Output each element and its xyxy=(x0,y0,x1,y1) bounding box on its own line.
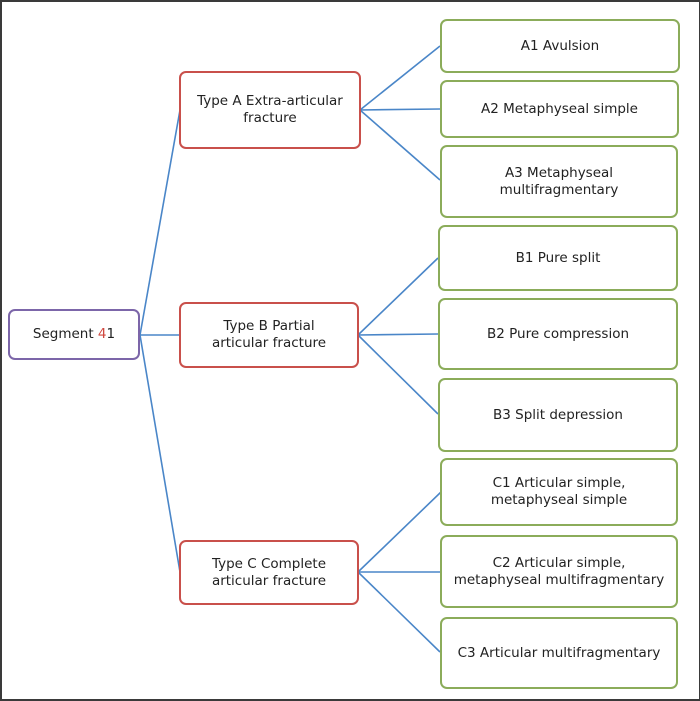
connector-type-a-a3 xyxy=(359,109,441,181)
subtype-a2-node: A2 Metaphyseal simple xyxy=(440,80,679,138)
subtype-b1-node: B1 Pure split xyxy=(438,225,678,291)
subtype-c1-label: C1 Articular simple, metaphyseal simple xyxy=(490,475,628,508)
type-b-label: Type B Partial articular fracture xyxy=(211,318,327,351)
type-a-node: Type A Extra-articular fracture xyxy=(179,71,361,149)
subtype-a3-node: A3 Metaphyseal multifragmentary xyxy=(440,145,678,218)
root-label-prefix: Segment xyxy=(32,326,98,342)
subtype-a3-label: A3 Metaphyseal multifragmentary xyxy=(499,164,619,198)
connector-type-b-b2 xyxy=(357,333,439,336)
subtype-b2-label: B2 Pure compression xyxy=(486,325,630,342)
subtype-a2-label: A2 Metaphyseal simple xyxy=(481,100,638,117)
subtype-b2-node: B2 Pure compression xyxy=(438,298,678,370)
subtype-a1-node: A1 Avulsion xyxy=(440,19,680,73)
connector-type-c-c1 xyxy=(357,491,442,573)
type-b-node: Type B Partial articular fracture xyxy=(179,302,359,368)
subtype-b3-node: B3 Split depression xyxy=(438,378,678,452)
root-label-suffix: 1 xyxy=(106,326,116,342)
connector-type-b-b1 xyxy=(357,257,439,336)
subtype-b3-label: B3 Split depression xyxy=(492,406,623,423)
subtype-c1-node: C1 Articular simple, metaphyseal simple xyxy=(440,458,678,526)
subtype-c2-label: C2 Articular simple, metaphyseal multifr… xyxy=(453,554,665,588)
type-c-node: Type C Complete articular fracture xyxy=(179,540,359,605)
subtype-c3-label: C3 Articular multifragmentary xyxy=(457,644,661,661)
subtype-c3-node: C3 Articular multifragmentary xyxy=(440,617,678,689)
connector-root-type-a xyxy=(139,109,181,336)
connector-type-c-c3 xyxy=(357,571,441,653)
connector-type-b-b3 xyxy=(357,334,439,415)
type-a-label: Type A Extra-articular fracture xyxy=(197,93,343,126)
connector-type-a-a2 xyxy=(359,108,441,111)
type-c-label: Type C Complete articular fracture xyxy=(211,555,327,589)
root-node-segment: Segment 41 xyxy=(8,309,140,360)
connector-root-type-c xyxy=(139,334,181,573)
connector-type-a-a1 xyxy=(359,45,441,111)
subtype-a1-label: A1 Avulsion xyxy=(520,37,600,54)
subtype-c2-node: C2 Articular simple, metaphyseal multifr… xyxy=(440,535,678,608)
root-label-accent-digit: 4 xyxy=(97,326,107,342)
subtype-b1-label: B1 Pure split xyxy=(515,249,601,266)
root-label: Segment 41 xyxy=(33,326,115,343)
